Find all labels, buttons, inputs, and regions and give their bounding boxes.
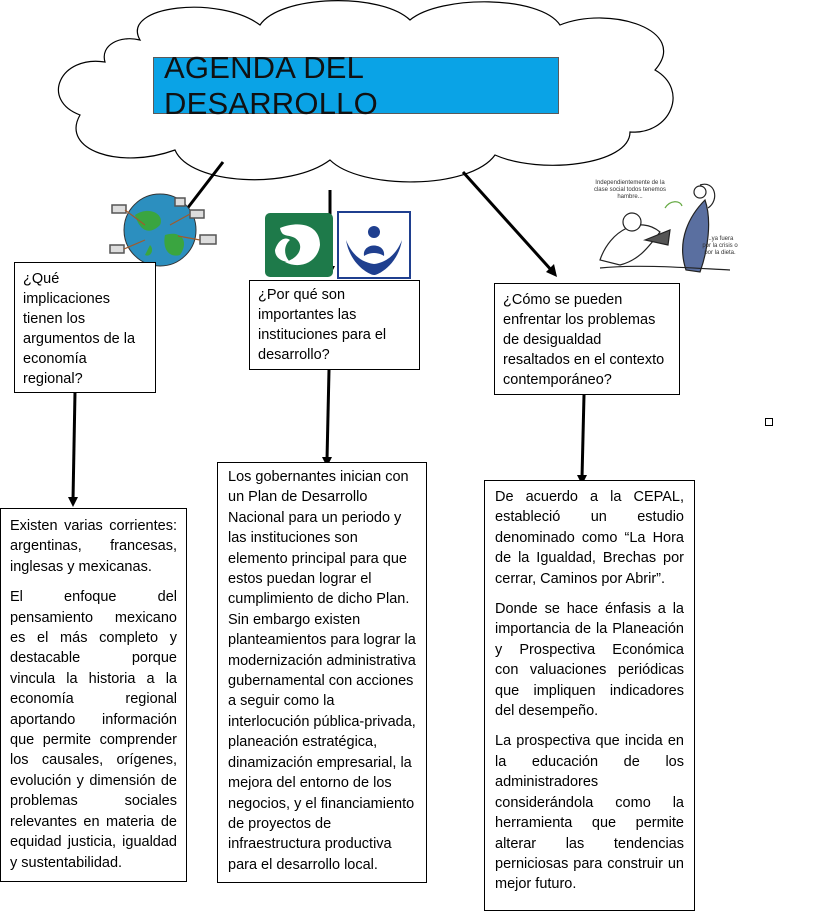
- page-title: AGENDA DEL DESARROLLO: [164, 49, 378, 121]
- question-box-instituciones: ¿Por qué son importantes las institucion…: [249, 280, 420, 370]
- question-instituciones-text: ¿Por qué son importantes las institucion…: [258, 287, 387, 363]
- cartoon-caption-bottom: ...ya fuera por la crisis o por la dieta…: [702, 236, 738, 256]
- answer-desigualdad-p2: Donde se hace énfasis a la importancia d…: [495, 601, 684, 720]
- answer-desigualdad-p3: La prospectiva que incida en la educació…: [495, 733, 684, 893]
- answer-economia-p1: Existen varias corrientes: argentinas, f…: [10, 518, 177, 575]
- imss-logo: [265, 213, 333, 277]
- cartoon-caption-top: Independientemente de la clase social to…: [593, 180, 667, 200]
- anchor-marker: [765, 418, 773, 426]
- cartoon-illustration: [599, 183, 731, 273]
- answer-box-instituciones: Los gobernantes inician con un Plan de D…: [217, 462, 427, 883]
- answer-instituciones-p1: Los gobernantes inician con un Plan de D…: [228, 469, 416, 873]
- issste-logo: [337, 211, 411, 279]
- answer-box-desigualdad: De acuerdo a la CEPAL, estableció un est…: [484, 480, 695, 911]
- question-economia-text: ¿Qué implicaciones tienen los argumentos…: [23, 271, 136, 387]
- answer-desigualdad-p1: De acuerdo a la CEPAL, estableció un est…: [495, 489, 684, 587]
- globe-icon: [109, 193, 217, 267]
- question-desigualdad-text: ¿Cómo se pueden enfrentar los problemas …: [503, 292, 665, 388]
- answer-box-economia: Existen varias corrientes: argentinas, f…: [0, 508, 187, 882]
- title-box: AGENDA DEL DESARROLLO: [153, 50, 559, 121]
- question-box-economia: ¿Qué implicaciones tienen los argumentos…: [14, 262, 156, 393]
- question-box-desigualdad: ¿Cómo se pueden enfrentar los problemas …: [494, 283, 680, 395]
- answer-economia-p2: El enfoque del pensamiento mexicano es e…: [10, 589, 177, 871]
